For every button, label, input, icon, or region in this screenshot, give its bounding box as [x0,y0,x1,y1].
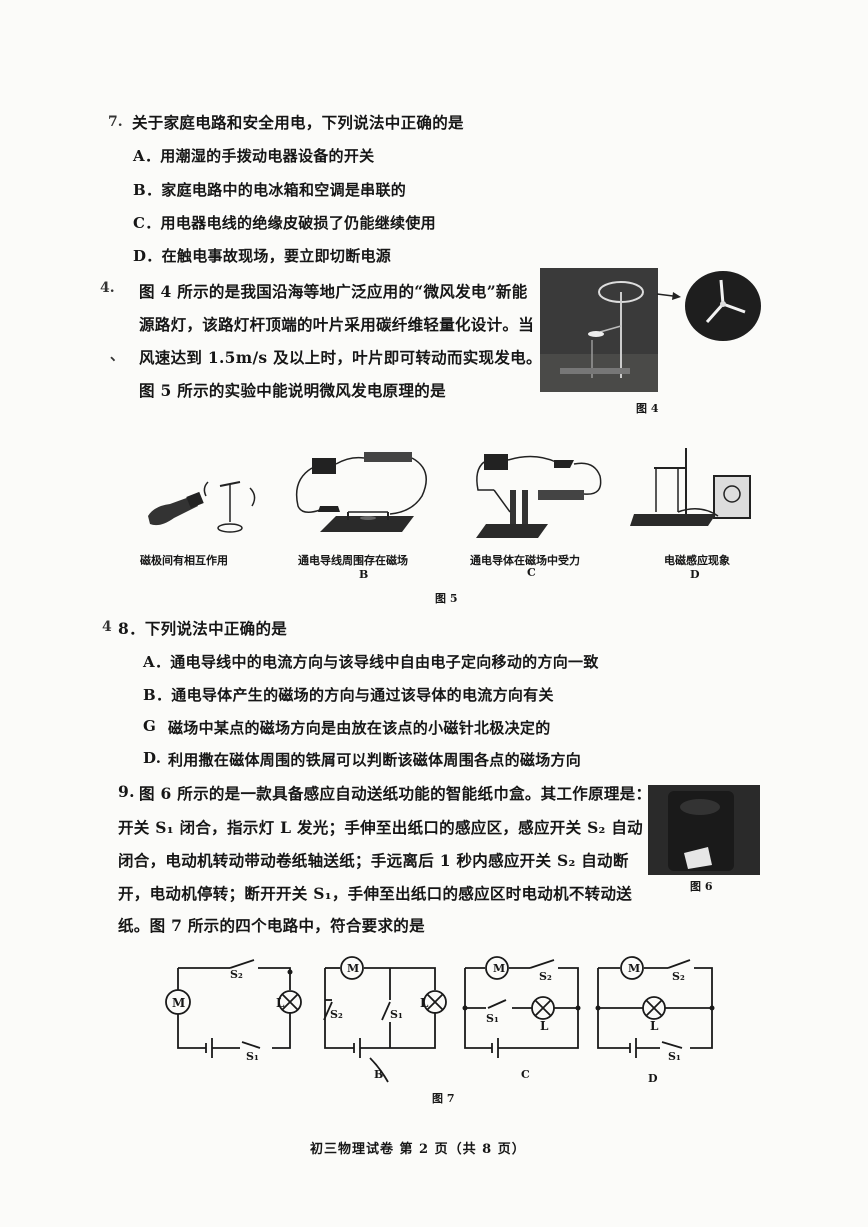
question-9-number: 9. [118,782,135,801]
figure-5-label: 图 5 [435,592,458,605]
q7-option-b: B．家庭电路中的电冰箱和空调是串联的 [133,181,407,199]
circuit-b-s2-label: S₂ [330,1008,343,1021]
q9-line-3: 闭合，电动机转动带动卷纸轴送纸；手远离后 1 秒内感应开关 S₂ 自动断 [118,851,629,870]
circuit-a [165,959,302,1058]
figure-7-label: 图 7 [432,1092,455,1105]
q8-option-c: 磁场中某点的磁场方向是由放在该点的小磁针北极决定的 [168,719,551,737]
circuit-a-s1-label: S₁ [246,1050,259,1063]
circuit-c-motor-label: M [493,962,506,975]
figure-5d-caption: 电磁感应现象 [664,554,730,567]
q8-option-c-mark: G [143,717,157,735]
figure-5a-caption: 磁极间有相互作用 [140,554,228,567]
figure-5d-induction [630,448,751,526]
circuit-c-s2-label: S₂ [539,970,552,983]
circuit-a-s2-label: S₂ [230,968,243,981]
wind-question-line-4: 图 5 所示的实验中能说明微风发电原理的是 [139,381,446,400]
q9-line-4: 开，电动机停转；断开开关 S₁，手伸至出纸口的感应区时电动机不转动送 [118,884,633,903]
figure-4-zoom [656,271,761,341]
wind-question-line-2: 源路灯，该路灯杆顶端的叶片采用碳纤维轻量化设计。当 [139,315,535,334]
circuit-d-lamp-label: L [650,1019,659,1033]
figure-5-letter-d: D [690,568,700,581]
figure-4-photo [540,268,658,392]
q7-option-c: C．用电器电线的绝缘皮破损了仍能继续使用 [133,214,436,232]
q8-option-a: A．通电导线中的电流方向与该导线中自由电子定向移动的方向一致 [143,653,599,671]
circuit-a-lamp-label: L [276,996,285,1010]
q7-option-a: A．用潮湿的手拨动电器设备的开关 [133,147,375,165]
wind-question-line-1: 图 4 所示的是我国沿海等地广泛应用的“微风发电”新能 [139,282,528,301]
question-mark: 4. [100,280,115,296]
figure-5-letter-b: B [359,568,369,581]
circuit-d-s1-label: S₁ [668,1050,681,1063]
figure-5c-caption: 通电导体在磁场中受力 [470,554,580,567]
figure-7-circuits [165,956,715,1083]
circuit-letter-d: D [648,1072,658,1085]
q8-option-d: 利用撒在磁体周围的铁屑可以判断该磁体周围各点的磁场方向 [168,751,582,769]
q9-line-5: 纸。图 7 所示的四个电路中，符合要求的是 [118,916,425,935]
figure-5b-oersted [295,452,427,532]
circuit-b-s1-label: S₁ [390,1008,403,1021]
circuit-a-motor-label: M [172,996,186,1010]
circuit-d-motor-label: M [628,962,641,975]
question-7-stem: 关于家庭电路和安全用电，下列说法中正确的是 [132,113,464,132]
circuit-c [464,956,579,1058]
figure-6-label: 图 6 [690,880,713,893]
circuit-b-motor-label: M [347,962,360,975]
figure-5b-caption: 通电导线周围存在磁场 [298,554,408,567]
question-mark: 7. [108,114,123,130]
tissue-box-illustration [648,785,760,875]
circuit-letter-c: C [521,1068,530,1081]
question-mark: 4 [102,619,112,635]
street-lamp-illustration [540,268,658,392]
q9-line-2: 开关 S₁ 闭合，指示灯 L 发光；手伸至出纸口的感应区，感应开关 S₂ 自动 [118,818,643,837]
circuit-b-lamp-label: L [420,996,429,1010]
circuit-d [597,956,713,1058]
circuit-b [323,956,447,1083]
question-8-stem: 8．下列说法中正确的是 [118,619,288,638]
q8-option-b: B．通电导体产生的磁场的方向与通过该导体的电流方向有关 [143,686,554,704]
circuit-c-s1-label: S₁ [486,1012,499,1025]
figure-5-letter-c: C [527,566,536,579]
q7-option-d: D．在触电事故现场，要立即切断电源 [133,247,392,265]
figure-4-label: 图 4 [636,402,659,415]
circuit-letter-b: B [374,1068,384,1081]
page-footer: 初三物理试卷 第 2 页（共 8 页） [310,1142,526,1157]
figure-6-photo [648,785,760,875]
figure-5a-magnets [148,481,256,533]
figure-5c-motor-effect [476,454,602,538]
q9-line-1: 图 6 所示的是一款具备感应自动送纸功能的智能纸巾盒。其工作原理是： [139,784,652,803]
question-mark: 、 [110,348,124,364]
q8-option-d-mark: D. [143,749,162,767]
circuit-d-s2-label: S₂ [672,970,685,983]
circuit-c-lamp-label: L [540,1019,549,1033]
wind-question-line-3: 风速达到 1.5m/s 及以上时，叶片即可转动而实现发电。 [139,348,542,367]
